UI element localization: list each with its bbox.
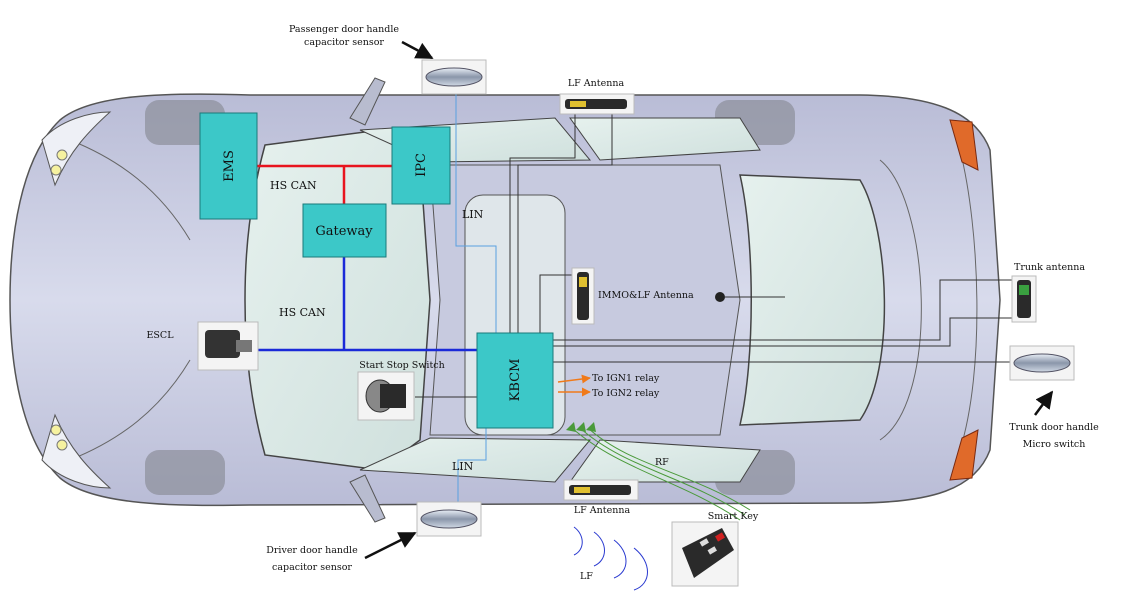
kbcm-label: KBCM (508, 359, 523, 402)
passenger-door-handle-image (421, 59, 487, 95)
lf-antenna-bottom-image (563, 479, 639, 501)
car-body (9, 77, 1001, 523)
lf-label: LF (580, 571, 593, 582)
rf-signal-lines (571, 427, 751, 521)
ems-label: EMS (222, 150, 237, 182)
escl-label: ESCL (146, 330, 174, 341)
ign1-label: To IGN1 relay (592, 373, 660, 384)
rf-arrowheads (566, 422, 596, 432)
ems-ecu: EMS (199, 112, 258, 220)
trunk-antenna-label: Trunk antenna (1014, 262, 1085, 273)
callout-arrows (364, 40, 1054, 560)
ign2-label: To IGN2 relay (592, 388, 660, 399)
trunk-handle-label-1: Trunk door handle (1009, 422, 1099, 433)
hs-can-red-bus (257, 164, 392, 204)
lin-bus-lines (455, 92, 497, 505)
trunk-antenna-image (1011, 275, 1037, 323)
rf-label: RF (655, 457, 669, 468)
immo-antenna-label: IMMO&LF Antenna (598, 290, 694, 301)
hs-can-blue-bus (235, 257, 477, 352)
lf-antenna-top-image (559, 93, 635, 115)
escl-image (197, 321, 259, 371)
lf-antenna-top-label: LF Antenna (568, 78, 625, 89)
ipc-label: IPC (414, 153, 429, 177)
driver-door-handle-image (416, 501, 482, 537)
hs-can-top-label: HS CAN (270, 179, 317, 192)
smart-key-label: Smart Key (708, 511, 759, 522)
kbcm-ecu: KBCM (476, 332, 554, 429)
immo-antenna-image (571, 267, 595, 325)
smart-key-image (671, 521, 739, 587)
lf-waves (573, 526, 648, 591)
trunk-handle-label-2: Micro switch (1023, 439, 1086, 450)
passenger-door-label-2: capacitor sensor (304, 37, 384, 48)
hs-can-mid-label: HS CAN (279, 306, 326, 319)
ign-relay-arrows (557, 374, 591, 397)
passenger-door-label-1: Passenger door handle (289, 24, 399, 35)
immo-antenna-coil (715, 292, 725, 302)
lin-top-label: LIN (462, 208, 484, 221)
start-stop-switch-image (357, 371, 415, 421)
trunk-door-handle-image (1009, 345, 1075, 381)
gateway-label: Gateway (315, 224, 373, 239)
gateway-ecu: Gateway (302, 203, 387, 258)
lf-antenna-bottom-label: LF Antenna (574, 505, 631, 516)
lin-bottom-label: LIN (452, 460, 474, 473)
antenna-wires (415, 112, 1020, 398)
start-stop-label: Start Stop Switch (359, 360, 444, 371)
driver-door-label-2: capacitor sensor (272, 562, 352, 573)
ipc-ecu: IPC (391, 126, 451, 205)
driver-door-label-1: Driver door handle (266, 545, 358, 556)
